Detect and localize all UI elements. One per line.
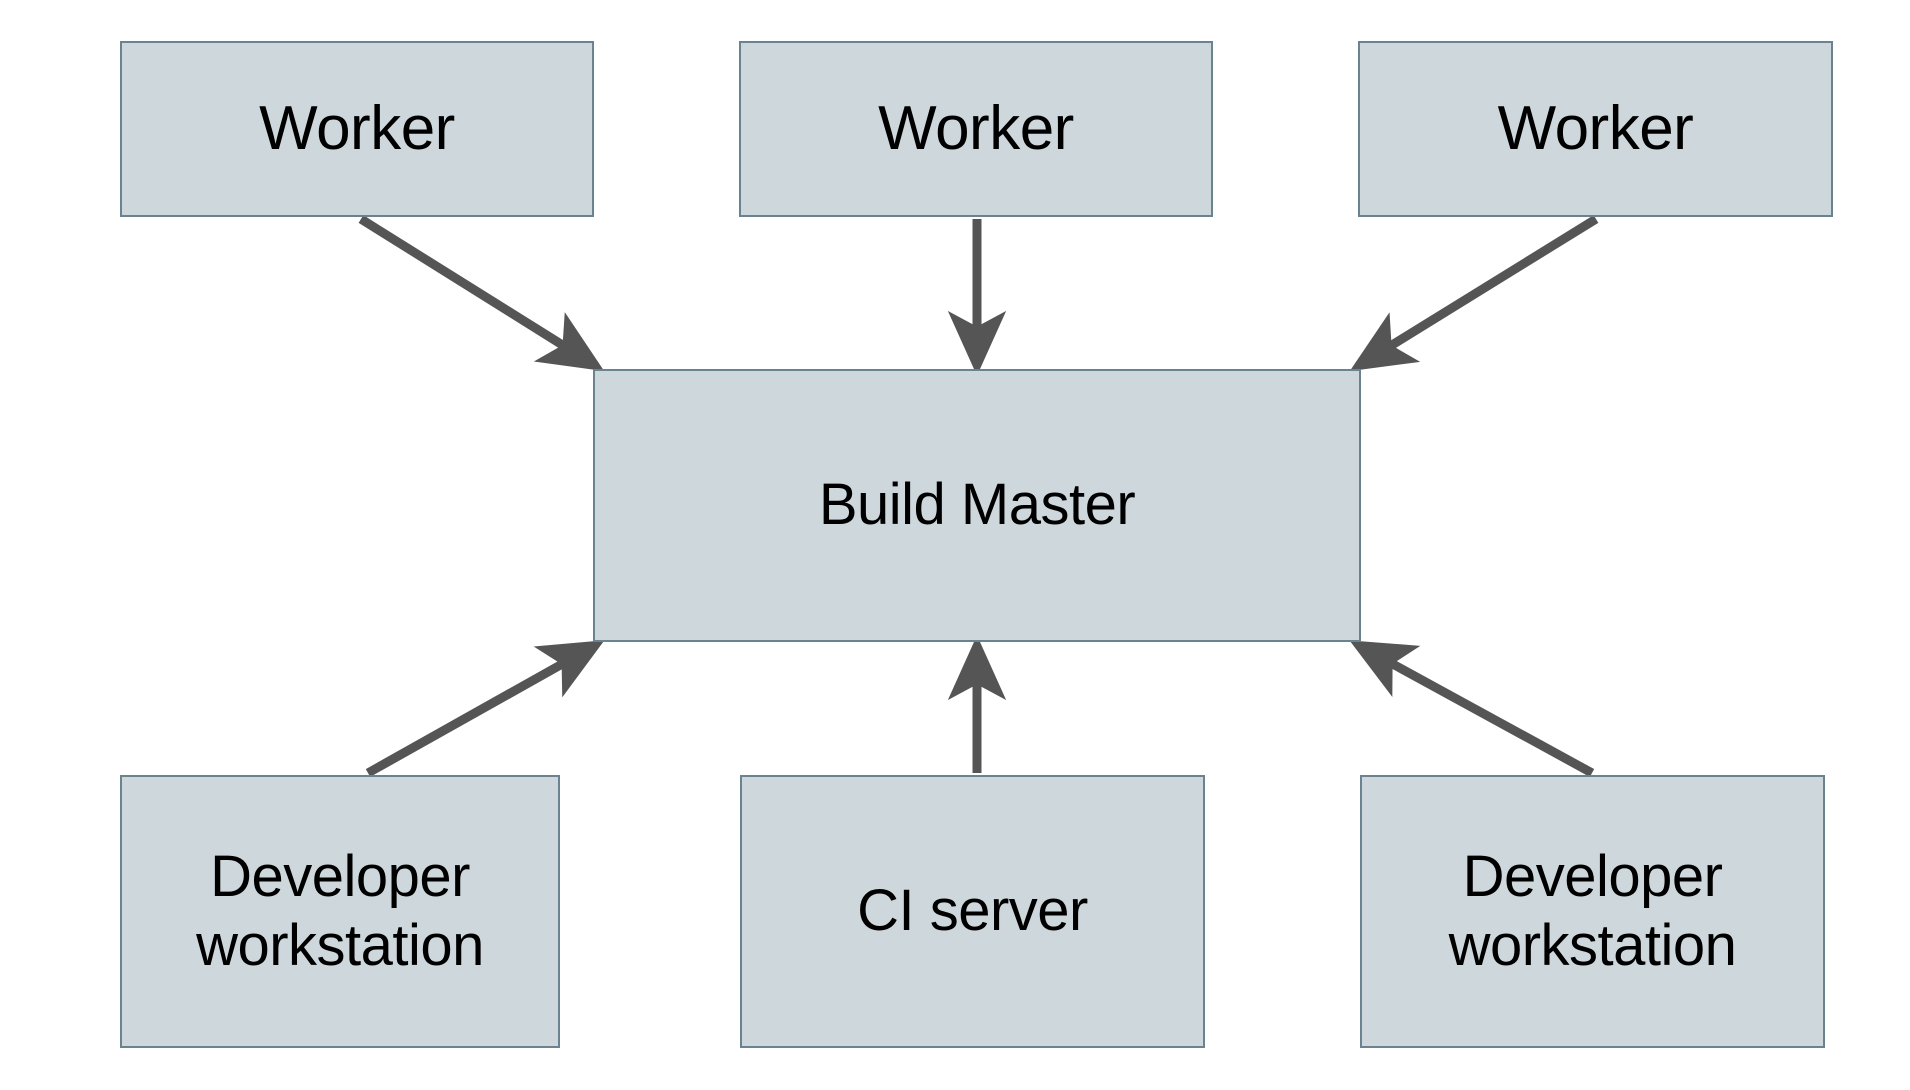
node-worker-3-label: Worker	[1497, 94, 1694, 164]
node-worker-2-label: Worker	[878, 94, 1074, 164]
edge-devleft-to-master	[365, 640, 605, 777]
node-ci-server-label: CI server	[857, 878, 1088, 944]
node-worker-1[interactable]: Worker	[120, 41, 594, 217]
edge-worker1-to-master	[358, 215, 605, 372]
node-worker-3[interactable]: Worker	[1358, 41, 1833, 217]
node-developer-workstation-left[interactable]: Developer workstation	[120, 775, 560, 1048]
edge-devright-to-master	[1349, 640, 1595, 777]
node-developer-workstation-right-label: Developer workstation	[1448, 844, 1737, 978]
edge-worker3-to-master	[1349, 215, 1599, 372]
node-worker-2[interactable]: Worker	[739, 41, 1213, 217]
node-worker-1-label: Worker	[259, 94, 455, 164]
node-ci-server[interactable]: CI server	[740, 775, 1205, 1048]
node-developer-workstation-right[interactable]: Developer workstation	[1360, 775, 1825, 1048]
node-build-master[interactable]: Build Master	[593, 369, 1361, 642]
node-build-master-label: Build Master	[818, 472, 1136, 538]
node-developer-workstation-left-label: Developer workstation	[196, 844, 484, 978]
